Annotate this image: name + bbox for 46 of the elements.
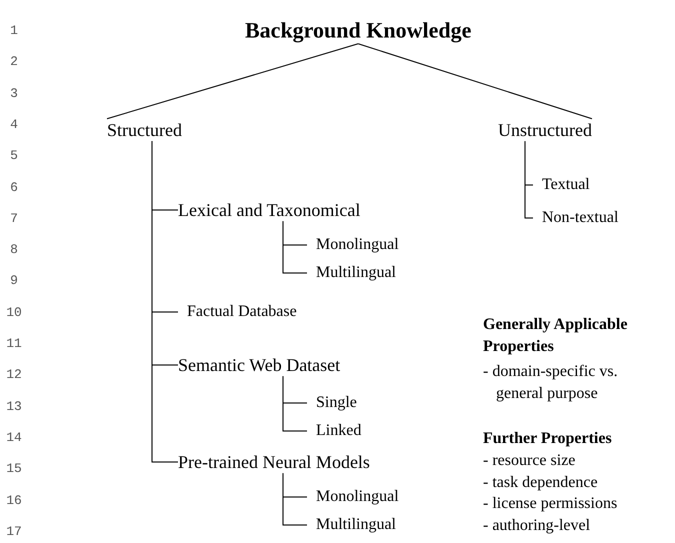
line-number: 12 — [5, 368, 23, 382]
tree-connector — [282, 220, 308, 274]
line-number: 3 — [9, 86, 19, 100]
tree-node-label: Structured — [107, 118, 182, 142]
root-heading: Background Knowledge — [245, 16, 472, 44]
line-number: 5 — [9, 149, 19, 162]
property-item: - task dependence — [483, 472, 599, 493]
line-number: 16 — [5, 494, 23, 506]
line-number: 2 — [9, 55, 19, 68]
section-heading: Generally Applicable Properties — [483, 315, 628, 357]
line-number: 8 — [9, 243, 19, 256]
tree-node-label: Pre-trained Neural Models — [178, 450, 370, 474]
property-item: - domain-specific vs. general purpose — [483, 362, 619, 404]
tree-node-label: Single — [307, 393, 357, 413]
tree-node-label: Factual Database — [178, 302, 297, 322]
line-number: 14 — [5, 430, 23, 444]
section-heading: Further Properties — [483, 429, 613, 449]
line-number: 17 — [5, 524, 23, 538]
property-item: - resource size — [483, 451, 576, 471]
tree-connector — [524, 140, 534, 218]
line-number: 1 — [9, 24, 19, 37]
line-number: 4 — [9, 118, 19, 131]
line-number: 15 — [5, 462, 23, 476]
tree-node-label: Monolingual — [307, 235, 399, 255]
tree-connector — [358, 43, 592, 120]
tree-node-label: Semantic Web Dataset — [178, 354, 340, 376]
tree-node-label: Monolingual — [307, 487, 399, 507]
line-number: 7 — [9, 212, 19, 225]
tree-connector — [106, 43, 359, 120]
property-item: - license permissions — [483, 494, 618, 514]
property-item: - authoring-level — [483, 516, 592, 536]
tree-node-label: Unstructured — [498, 118, 592, 142]
tree-connector — [282, 376, 308, 432]
tree-node-label: Linked — [307, 421, 362, 441]
tree-node-label: Multilingual — [307, 515, 396, 535]
tree-node-label: Textual — [533, 175, 590, 195]
line-number: 11 — [5, 337, 23, 350]
line-number: 13 — [5, 400, 23, 413]
tree-connector — [152, 140, 178, 462]
line-number: 9 — [9, 274, 19, 288]
tree-node-label: Multilingual — [307, 263, 396, 283]
line-number: 6 — [9, 180, 19, 194]
tree-node-label: Lexical and Taxonomical — [178, 198, 360, 222]
line-number: 10 — [5, 306, 23, 319]
tree-node-label: Non-textual — [533, 208, 618, 228]
tree-connector — [282, 472, 308, 526]
